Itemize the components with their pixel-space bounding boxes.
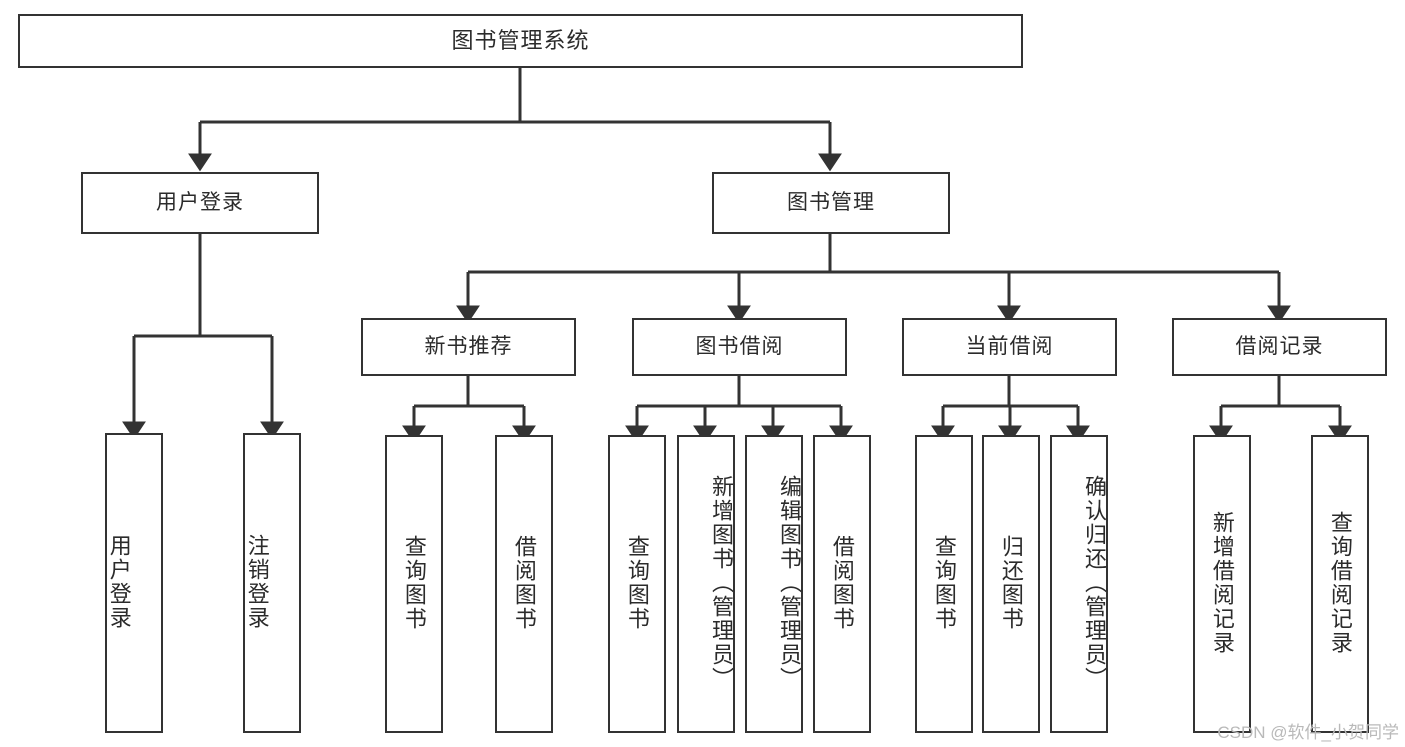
leaf-newbook-borrow-book[interactable]: 借阅图书 xyxy=(495,435,553,733)
leaf-bookborrow-query-book[interactable]: 查询图书 xyxy=(608,435,666,733)
node-label: 新增借阅记录 xyxy=(1209,511,1235,655)
node-book-borrow[interactable]: 图书借阅 xyxy=(632,318,847,376)
node-label: 借阅图书 xyxy=(511,535,537,631)
node-label: 注销登录 xyxy=(244,534,270,630)
node-label: 借阅记录 xyxy=(1235,335,1324,359)
node-label: 用户登录 xyxy=(156,191,244,215)
node-label: 归还图书 xyxy=(998,535,1024,631)
node-label: 确认归还（管理员） xyxy=(1082,475,1107,691)
node-current-borrow[interactable]: 当前借阅 xyxy=(902,318,1117,376)
node-label: 查询图书 xyxy=(931,535,957,631)
leaf-bookborrow-borrow-book[interactable]: 借阅图书 xyxy=(813,435,871,733)
node-label: 借阅图书 xyxy=(829,535,855,631)
watermark: CSDN @软件_小贺同学 xyxy=(1217,723,1399,742)
leaf-currentborrow-confirm-return-admin[interactable]: 确认归还（管理员） xyxy=(1050,435,1108,733)
leaf-bookborrow-edit-book-admin[interactable]: 编辑图书（管理员） xyxy=(745,435,803,733)
leaf-borrowrecord-query-record[interactable]: 查询借阅记录 xyxy=(1311,435,1369,733)
node-label: 图书借阅 xyxy=(695,335,784,359)
node-label: 查询借阅记录 xyxy=(1327,511,1353,655)
node-book-management[interactable]: 图书管理 xyxy=(712,172,950,234)
node-label: 新增图书（管理员） xyxy=(709,475,734,691)
node-new-book-recommend[interactable]: 新书推荐 xyxy=(361,318,576,376)
leaf-newbook-query-book[interactable]: 查询图书 xyxy=(385,435,443,733)
node-label: 当前借阅 xyxy=(965,335,1054,359)
node-label: 用户登录 xyxy=(106,534,132,630)
leaf-user-login-logout[interactable]: 注销登录 xyxy=(243,433,301,733)
node-label: 新书推荐 xyxy=(424,335,513,359)
node-label: 查询图书 xyxy=(401,535,427,631)
node-label: 图书管理系统 xyxy=(451,27,590,53)
node-label: 图书管理 xyxy=(787,191,875,215)
leaf-user-login-login[interactable]: 用户登录 xyxy=(105,433,163,733)
node-user-login[interactable]: 用户登录 xyxy=(81,172,319,234)
leaf-currentborrow-query-book[interactable]: 查询图书 xyxy=(915,435,973,733)
leaf-borrowrecord-add-record[interactable]: 新增借阅记录 xyxy=(1193,435,1251,733)
node-label: 查询图书 xyxy=(624,535,650,631)
node-borrow-record[interactable]: 借阅记录 xyxy=(1172,318,1387,376)
leaf-bookborrow-add-book-admin[interactable]: 新增图书（管理员） xyxy=(677,435,735,733)
node-label: 编辑图书（管理员） xyxy=(777,475,802,691)
node-root-system[interactable]: 图书管理系统 xyxy=(18,14,1023,68)
leaf-currentborrow-return-book[interactable]: 归还图书 xyxy=(982,435,1040,733)
